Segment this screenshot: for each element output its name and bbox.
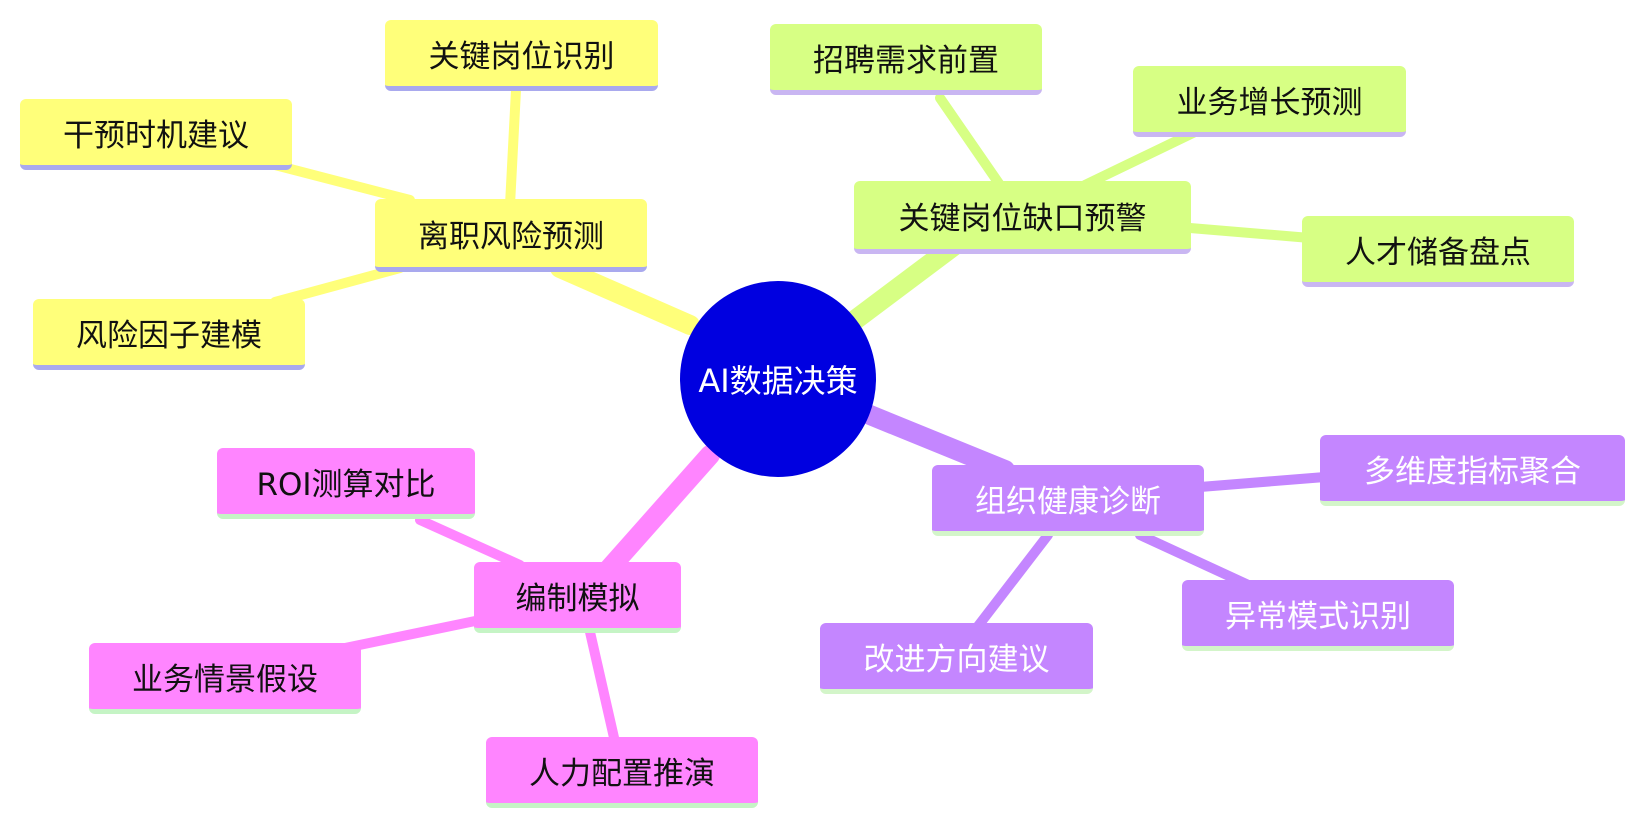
- leaf-label: 改进方向建议: [863, 641, 1050, 678]
- leaf-node[interactable]: 人才储备盘点: [1302, 216, 1574, 287]
- leaf-label: 招聘需求前置: [813, 42, 999, 79]
- edge-yellow-3: [270, 263, 405, 307]
- edge-purple-1: [1195, 472, 1330, 492]
- branch-label: 组织健康诊断: [975, 483, 1161, 520]
- leaf-label: 干预时机建议: [63, 117, 249, 154]
- edge-center-pink: [598, 445, 720, 580]
- branch-node-green[interactable]: 关键岗位缺口预警: [854, 181, 1191, 254]
- leaf-label: ROI测算对比: [256, 466, 436, 503]
- edge-green-3: [1185, 223, 1315, 243]
- branch-node-purple[interactable]: 组织健康诊断: [932, 465, 1204, 536]
- branch-node-pink[interactable]: 编制模拟: [474, 562, 681, 633]
- leaf-node[interactable]: 关键岗位识别: [385, 20, 658, 91]
- leaf-node[interactable]: 业务增长预测: [1133, 66, 1406, 137]
- edge-pink-2: [340, 615, 485, 653]
- leaf-label: 人力配置推演: [529, 755, 715, 792]
- edge-center-purple: [860, 405, 1015, 480]
- leaf-label: 业务情景假设: [132, 661, 318, 698]
- leaf-label: 关键岗位识别: [428, 38, 615, 75]
- leaf-label: 人才储备盘点: [1345, 234, 1531, 271]
- edge-center-green: [845, 235, 965, 330]
- edge-center-yellow: [550, 258, 700, 335]
- edge-green-1: [935, 93, 1005, 190]
- branch-node-yellow[interactable]: 离职风险预测: [375, 199, 647, 272]
- leaf-node[interactable]: 人力配置推演: [486, 737, 758, 808]
- leaf-node[interactable]: 异常模式识别: [1182, 580, 1454, 651]
- center-node[interactable]: AI数据决策: [680, 281, 876, 477]
- edge-yellow-1: [505, 85, 521, 210]
- leaf-label: 风险因子建模: [76, 317, 262, 354]
- leaf-node[interactable]: 招聘需求前置: [770, 24, 1042, 95]
- edge-pink-1: [415, 515, 525, 570]
- edge-purple-3: [970, 530, 1053, 635]
- edge-purple-2: [1135, 530, 1260, 593]
- edge-green-2: [1080, 127, 1200, 190]
- edge-yellow-2: [270, 160, 415, 205]
- branch-label: 编制模拟: [515, 580, 640, 617]
- leaf-label: 多维度指标聚合: [1364, 453, 1581, 490]
- leaf-node[interactable]: 改进方向建议: [820, 623, 1093, 694]
- branch-label: 离职风险预测: [418, 218, 604, 255]
- leaf-node[interactable]: 业务情景假设: [89, 643, 361, 714]
- branch-label: 关键岗位缺口预警: [898, 200, 1147, 237]
- leaf-node[interactable]: ROI测算对比: [217, 448, 475, 519]
- leaf-label: 业务增长预测: [1176, 84, 1363, 121]
- edge-pink-3: [585, 627, 620, 747]
- leaf-label: 异常模式识别: [1225, 598, 1411, 635]
- center-label: AI数据决策: [698, 362, 858, 400]
- leaf-node[interactable]: 干预时机建议: [20, 99, 292, 170]
- leaf-node[interactable]: 多维度指标聚合: [1320, 435, 1625, 506]
- leaf-node[interactable]: 风险因子建模: [33, 299, 305, 370]
